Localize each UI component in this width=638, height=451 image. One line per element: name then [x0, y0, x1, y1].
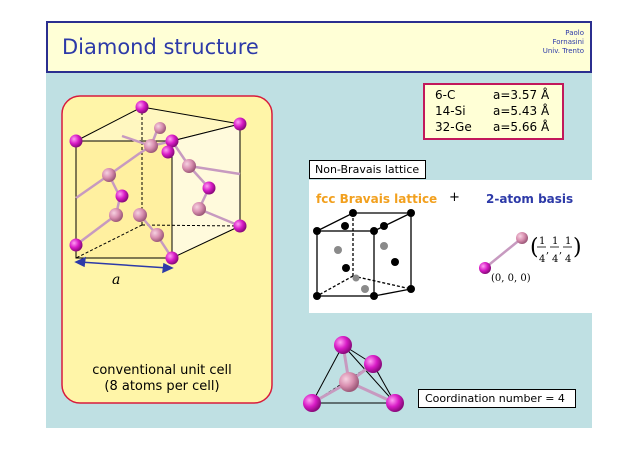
material-value: a=5.66 Å	[493, 120, 550, 134]
material-name: 6-C	[435, 88, 456, 102]
central-atom	[339, 372, 359, 392]
plus-sign: +	[449, 190, 460, 205]
svg-text:1: 1	[565, 236, 571, 247]
neighbor-atom	[364, 355, 382, 373]
basis-atom-origin	[479, 262, 491, 274]
basis-bond	[484, 237, 523, 269]
svg-text:,: ,	[546, 245, 549, 256]
pink-atom	[150, 228, 164, 242]
fcc-hidden-atoms	[334, 242, 388, 293]
basis-label: 2-atom basis	[486, 192, 574, 206]
frac-num: 1	[539, 236, 545, 247]
non-bravais-label: Non-Bravais lattice	[315, 163, 420, 176]
material-value: a=5.43 Å	[493, 104, 550, 118]
coordination-box: Coordination number = 4	[418, 389, 576, 408]
material-value: a=3.57 Å	[493, 88, 550, 102]
non-bravais-label-box: Non-Bravais lattice	[309, 160, 426, 179]
pink-atom	[144, 139, 158, 153]
lattice-param-arrow	[74, 256, 174, 274]
svg-text:): )	[573, 235, 582, 260]
pink-atom	[182, 159, 196, 173]
basis-atom-shifted	[516, 232, 528, 244]
fcc-corner-atoms	[313, 209, 415, 300]
pink-atom	[192, 202, 206, 216]
material-name: 14-Si	[435, 104, 466, 118]
magenta-atoms	[69, 100, 247, 265]
coordination-label: Coordination number = 4	[425, 392, 565, 405]
pink-atom	[109, 208, 123, 222]
credit-line: Paolo	[565, 29, 584, 37]
author-credit: Paolo Fornasini Univ. Trento	[543, 29, 584, 56]
credit-line: Univ. Trento	[542, 47, 584, 55]
svg-text:1: 1	[552, 236, 558, 247]
svg-text:(: (	[530, 235, 539, 260]
lattice-param-symbol: a	[112, 272, 121, 288]
neighbor-atom	[303, 394, 321, 412]
unit-cell-caption: conventional unit cell (8 atoms per cell…	[62, 363, 262, 395]
frac-den: 4	[539, 254, 545, 265]
slide-title: Diamond structure	[62, 35, 259, 59]
pink-atom	[133, 208, 147, 222]
fcc-label: fcc Bravais lattice	[316, 192, 438, 206]
svg-text:4: 4	[552, 254, 558, 265]
basis-vector: ( ) 1 4 , 1 4 , 1 4	[530, 235, 582, 265]
caption-line: conventional unit cell	[92, 363, 232, 378]
svg-text:,: ,	[559, 245, 562, 256]
svg-text:4: 4	[565, 254, 571, 265]
basis-origin: (0, 0, 0)	[491, 273, 531, 284]
credit-line: Fornasini	[552, 38, 584, 46]
neighbor-atom	[386, 394, 404, 412]
caption-line: (8 atoms per cell)	[104, 379, 220, 394]
lattice-plus-basis-panel	[309, 180, 592, 313]
lattice-constants-table: 6-C a=3.57 Å 14-Si a=5.43 Å 32-Ge a=5.66…	[423, 83, 564, 140]
slide-header: Diamond structure Paolo Fornasini Univ. …	[46, 21, 592, 73]
neighbor-atom	[334, 336, 352, 354]
hidden-edges	[75, 107, 241, 259]
pink-atom	[154, 122, 166, 134]
material-name: 32-Ge	[435, 120, 472, 134]
pink-atom	[102, 168, 116, 182]
